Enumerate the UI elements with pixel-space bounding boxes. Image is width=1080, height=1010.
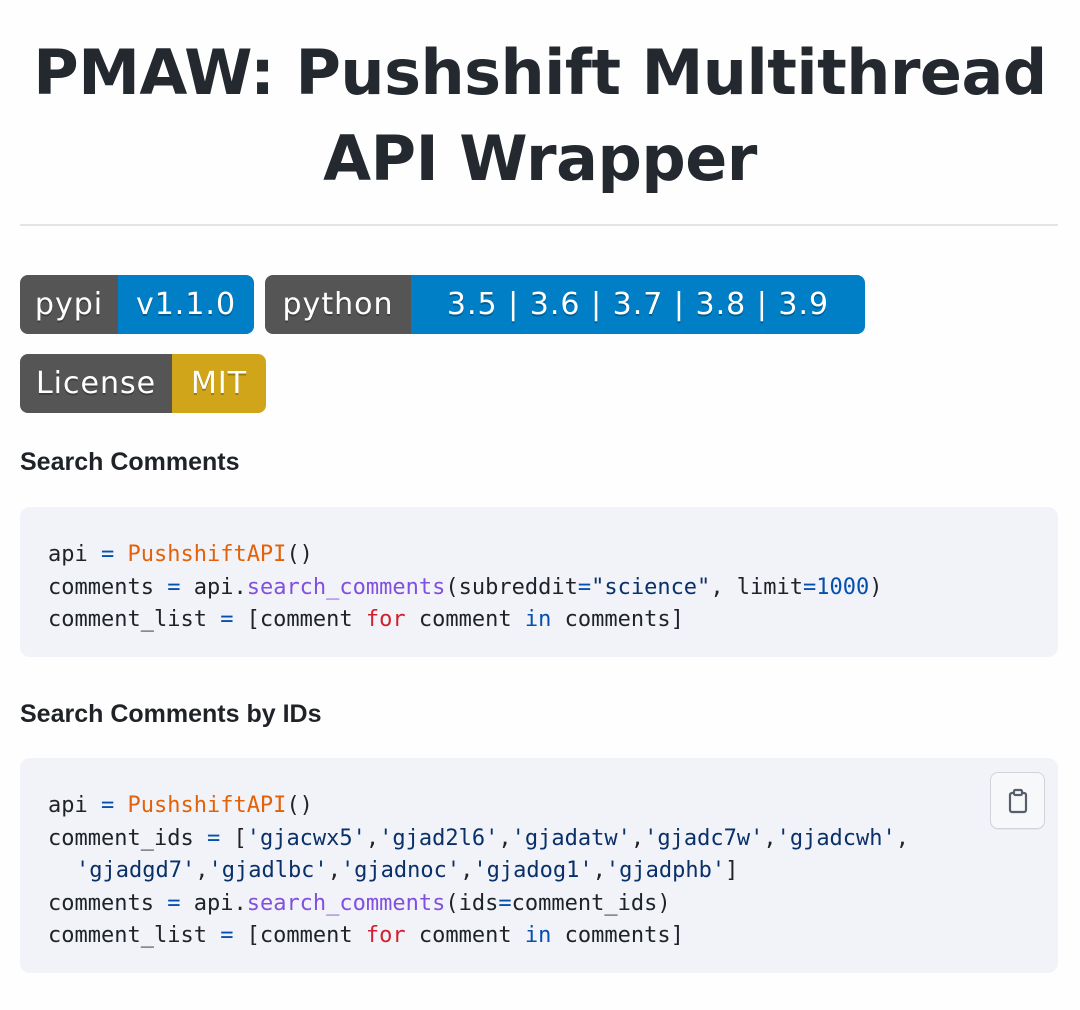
- section-heading-search-comments-by-ids: Search Comments by IDs: [20, 700, 322, 728]
- license-badge[interactable]: License MIT: [20, 354, 266, 413]
- code-block-search-comments[interactable]: api = PushshiftAPI() comments = api.searc…: [20, 507, 1058, 657]
- pypi-badge-label: pypi: [20, 275, 118, 334]
- code-line: comment_list = [comment for comment in c…: [48, 607, 684, 632]
- section-heading-search-comments: Search Comments: [20, 448, 240, 476]
- license-badge-label: License: [20, 354, 172, 413]
- python-badge-value: 3.5 | 3.6 | 3.7 | 3.8 | 3.9: [411, 275, 865, 334]
- license-badge-value: MIT: [172, 354, 266, 413]
- pypi-version-badge[interactable]: pypi v1.1.0: [20, 275, 254, 334]
- code-line: comment_list = [comment for comment in c…: [48, 923, 684, 948]
- page-title: PMAW: Pushshift Multithread API Wrapper: [0, 30, 1080, 202]
- code-line: comments = api.search_comments(ids=comme…: [48, 890, 671, 916]
- page-title-line-2: API Wrapper: [323, 122, 757, 195]
- python-badge-label: python: [265, 275, 411, 334]
- code-line: api = PushshiftAPI(): [48, 793, 313, 818]
- pypi-badge-value: v1.1.0: [118, 275, 254, 334]
- clipboard-icon: [1008, 788, 1027, 813]
- code-block-search-comments-by-ids[interactable]: api = PushshiftAPI() comment_ids = ['gjac…: [20, 758, 1058, 973]
- code-line: 'gjadgd7','gjadlbc','gjadnoc','gjadog1',…: [76, 858, 739, 883]
- copy-code-button[interactable]: [990, 772, 1045, 829]
- code-line: comment_ids = ['gjacwx5','gjad2l6','gjad…: [48, 825, 910, 851]
- python-versions-badge[interactable]: python 3.5 | 3.6 | 3.7 | 3.8 | 3.9: [265, 275, 865, 334]
- page-title-line-1: PMAW: Pushshift Multithread: [33, 36, 1047, 109]
- title-divider: [20, 224, 1058, 226]
- code-line: comments = api.search_comments(subreddit…: [48, 574, 883, 600]
- code-line: api = PushshiftAPI(): [48, 542, 313, 567]
